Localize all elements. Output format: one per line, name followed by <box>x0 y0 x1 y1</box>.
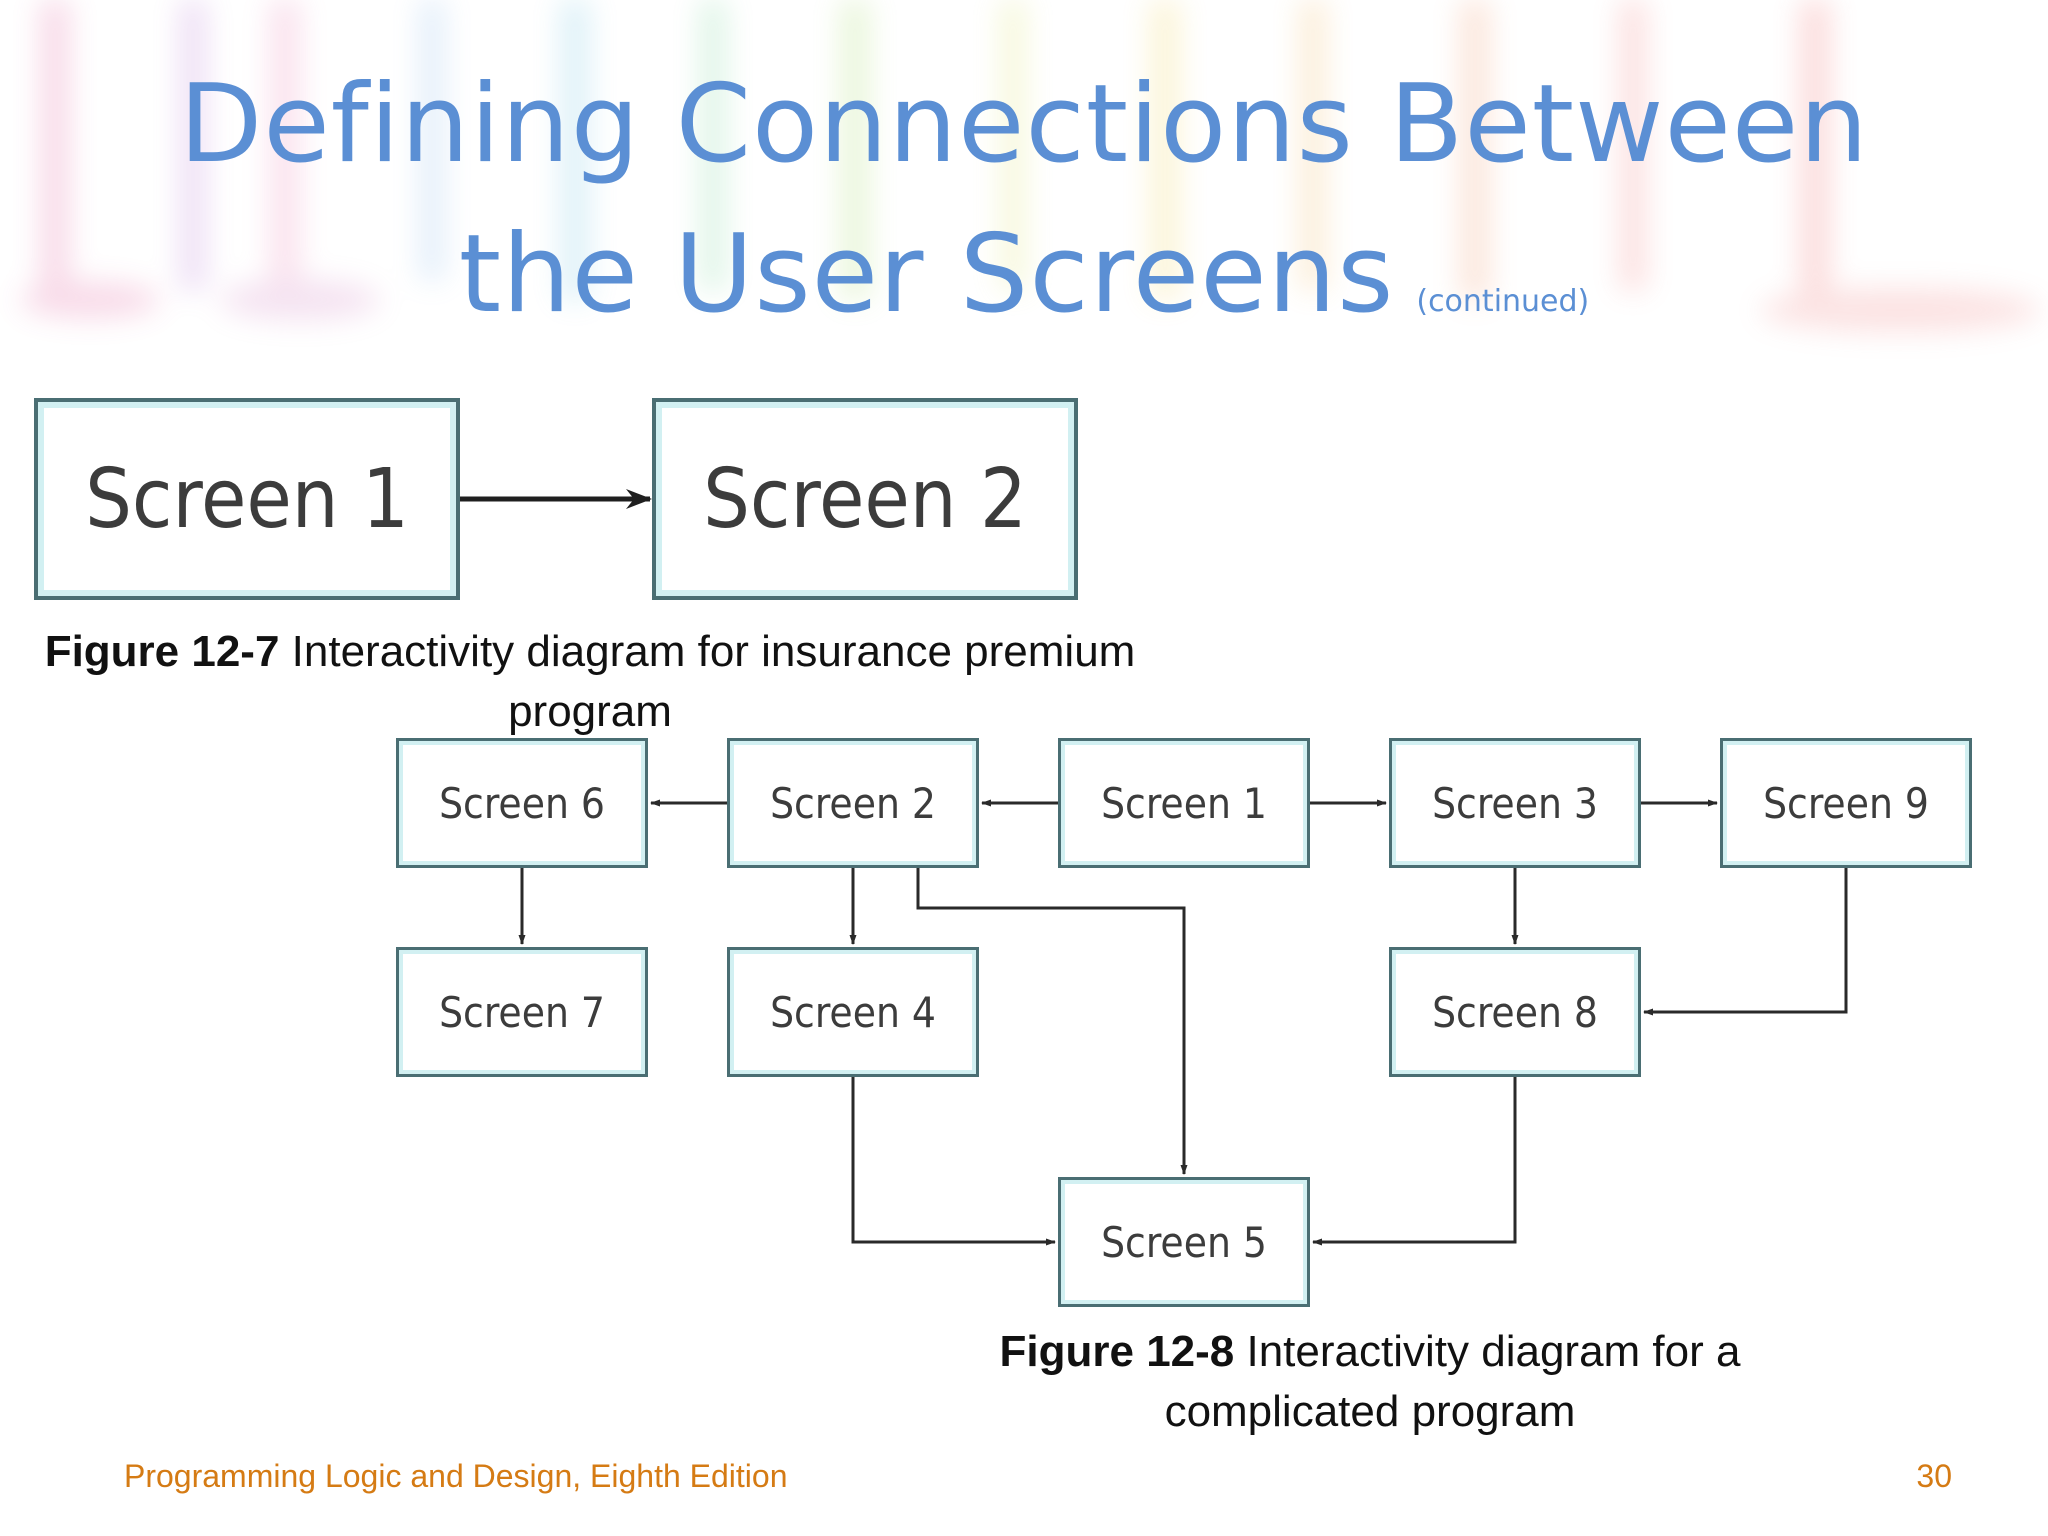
fig8-screen-4: Screen 4 <box>727 947 979 1077</box>
fig8-caption-line2: complicated program <box>1164 1387 1576 1436</box>
fig8-screen-5-label: Screen 5 <box>1101 1217 1267 1267</box>
title-continued: (continued) <box>1416 284 1590 319</box>
fig8-caption-line1: Figure 12-8 Interactivity diagram for a <box>1000 1327 1741 1376</box>
arrow-s8-to-s5 <box>1312 1077 1517 1246</box>
arrow-s4-to-s5 <box>851 1077 1056 1246</box>
footer-book-title: Programming Logic and Design, Eighth Edi… <box>124 1458 788 1494</box>
slide-title: Defining Connections Between the User Sc… <box>0 50 2048 377</box>
fig7-screen-1-label: Screen 1 <box>85 451 409 547</box>
fig7-caption: Figure 12-7 Interactivity diagram for in… <box>40 622 1140 742</box>
fig8-screen-1: Screen 1 <box>1058 738 1310 868</box>
fig8-caption: Figure 12-8 Interactivity diagram for a … <box>880 1322 1860 1442</box>
fig8-screen-3-label: Screen 3 <box>1432 778 1598 828</box>
title-line-2-text: the User Screens <box>458 212 1395 337</box>
fig8-screen-7-label: Screen 7 <box>439 987 605 1037</box>
arrow-s2-to-s5 <box>916 868 1188 1175</box>
fig7-caption-text: Interactivity diagram for insurance prem… <box>279 627 1136 736</box>
fig8-screen-2: Screen 2 <box>727 738 979 868</box>
fig8-screen-1-label: Screen 1 <box>1101 778 1267 828</box>
fig8-screen-8: Screen 8 <box>1389 947 1641 1077</box>
fig8-screen-6: Screen 6 <box>396 738 648 868</box>
fig8-screen-2-label: Screen 2 <box>770 778 936 828</box>
fig8-screen-9: Screen 9 <box>1720 738 1972 868</box>
fig8-screen-3: Screen 3 <box>1389 738 1641 868</box>
fig7-screen-2-label: Screen 2 <box>703 451 1027 547</box>
fig7-caption-bold: Figure 12-7 <box>44 627 280 676</box>
fig7-screen-2: Screen 2 <box>652 398 1078 600</box>
fig8-screen-5: Screen 5 <box>1058 1177 1310 1307</box>
fig7-screen-1: Screen 1 <box>34 398 460 600</box>
title-line-1: Defining Connections Between <box>179 62 1869 187</box>
footer-page-number: 30 <box>1916 1458 1952 1494</box>
fig8-screen-6-label: Screen 6 <box>439 778 605 828</box>
fig8-screen-9-label: Screen 9 <box>1763 778 1929 828</box>
fig8-caption-bold: Figure 12-8 <box>999 1327 1235 1376</box>
arrow-s9-to-s8 <box>1643 868 1848 1016</box>
fig8-screen-8-label: Screen 8 <box>1432 987 1598 1037</box>
fig8-screen-4-label: Screen 4 <box>770 987 936 1037</box>
fig8-screen-7: Screen 7 <box>396 947 648 1077</box>
title-line-2: the User Screens (continued) <box>0 200 2048 377</box>
fig8-caption-text: Interactivity diagram for a <box>1234 1327 1741 1376</box>
